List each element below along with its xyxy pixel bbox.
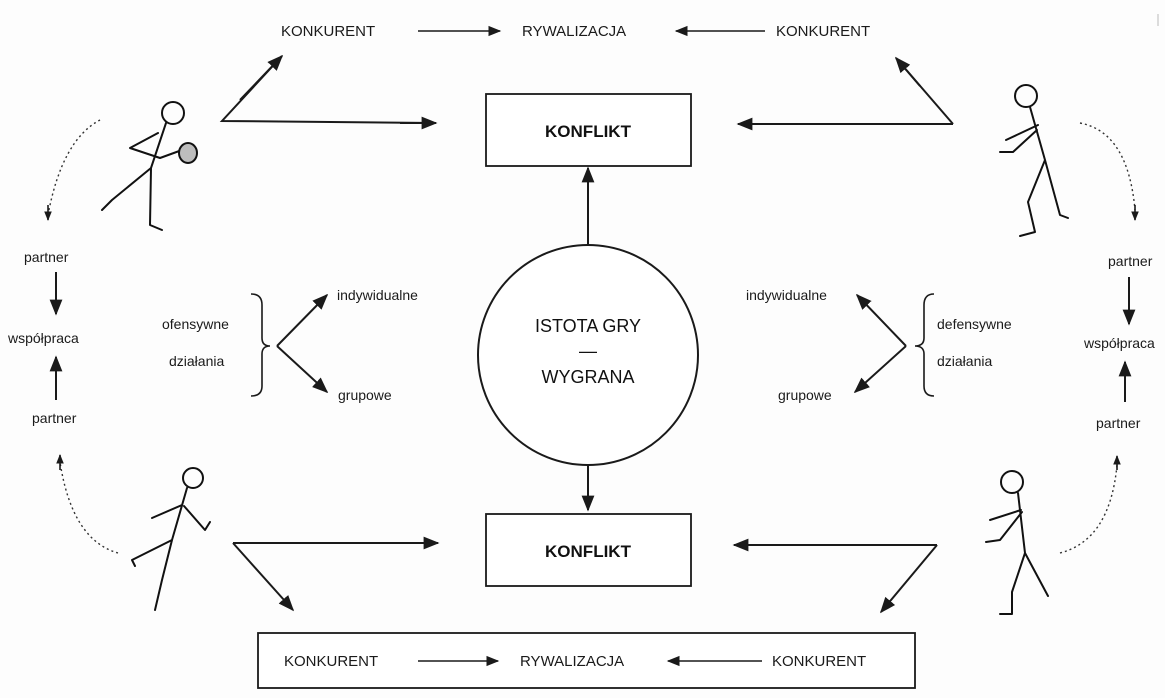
center-line2: — — [579, 341, 597, 361]
center-line1: ISTOTA GRY — [535, 316, 641, 336]
top-left-to-competitor-arrow — [239, 54, 284, 101]
left-brace — [250, 293, 271, 397]
right-action-type: defensywne — [937, 316, 1012, 332]
right-individual-label: indywidualne — [746, 287, 827, 303]
left-to-group-arrow — [276, 345, 329, 394]
left-cooperation: współpraca — [7, 330, 79, 346]
right-brace — [914, 293, 935, 397]
left-individual-label: indywidualne — [337, 287, 418, 303]
left-group-label: grupowe — [338, 387, 392, 403]
bottom-conflict-box — [485, 513, 692, 587]
bottom-left-to-competitor-arrow — [232, 542, 295, 612]
bottom-left-player-figure — [131, 467, 211, 611]
right-group-label: grupowe — [778, 387, 832, 403]
left-action-label: działania — [169, 353, 224, 369]
bottom-right-competitor-label: KONKURENT — [772, 653, 866, 670]
right-to-group-arrow — [853, 345, 907, 394]
right-partner-top: partner — [1108, 253, 1153, 269]
left-to-individual-arrow — [276, 293, 329, 347]
right-cooperation: współpraca — [1083, 335, 1155, 351]
top-left-player-figure — [101, 101, 198, 231]
top-conflict-box — [485, 93, 692, 167]
top-right-competitor-label: KONKURENT — [776, 23, 870, 40]
left-partner-top: partner — [24, 249, 69, 265]
bottom-conflict-label: KONFLIKT — [545, 542, 632, 561]
top-right-to-competitor-arrow — [894, 56, 921, 87]
right-partner-bottom: partner — [1096, 415, 1141, 431]
left-top-dotted-curve — [47, 119, 101, 216]
ball-icon — [178, 142, 198, 164]
top-right-player-figure — [999, 84, 1069, 237]
center-line3: WYGRANA — [541, 367, 634, 387]
bottom-rivalry-box — [257, 632, 916, 689]
bottom-left-competitor-label: KONKURENT — [284, 653, 378, 670]
bottom-right-to-competitor-arrow — [879, 544, 938, 614]
top-rivalry-label: RYWALIZACJA — [522, 23, 626, 40]
top-conflict-label: KONFLIKT — [545, 122, 632, 141]
bottom-right-player-figure — [985, 470, 1049, 615]
left-partner-bottom: partner — [32, 410, 77, 426]
left-bottom-dotted-curve — [59, 461, 119, 554]
right-to-individual-arrow — [855, 293, 907, 347]
right-top-dotted-curve — [1079, 122, 1136, 211]
right-bottom-dotted-curve — [1059, 464, 1118, 554]
bottom-rivalry-label: RYWALIZACJA — [520, 653, 624, 670]
top-left-competitor-label: KONKURENT — [281, 23, 375, 40]
top-left-branch-line — [219, 55, 435, 124]
right-action-label: działania — [937, 353, 992, 369]
left-action-type: ofensywne — [162, 316, 229, 332]
